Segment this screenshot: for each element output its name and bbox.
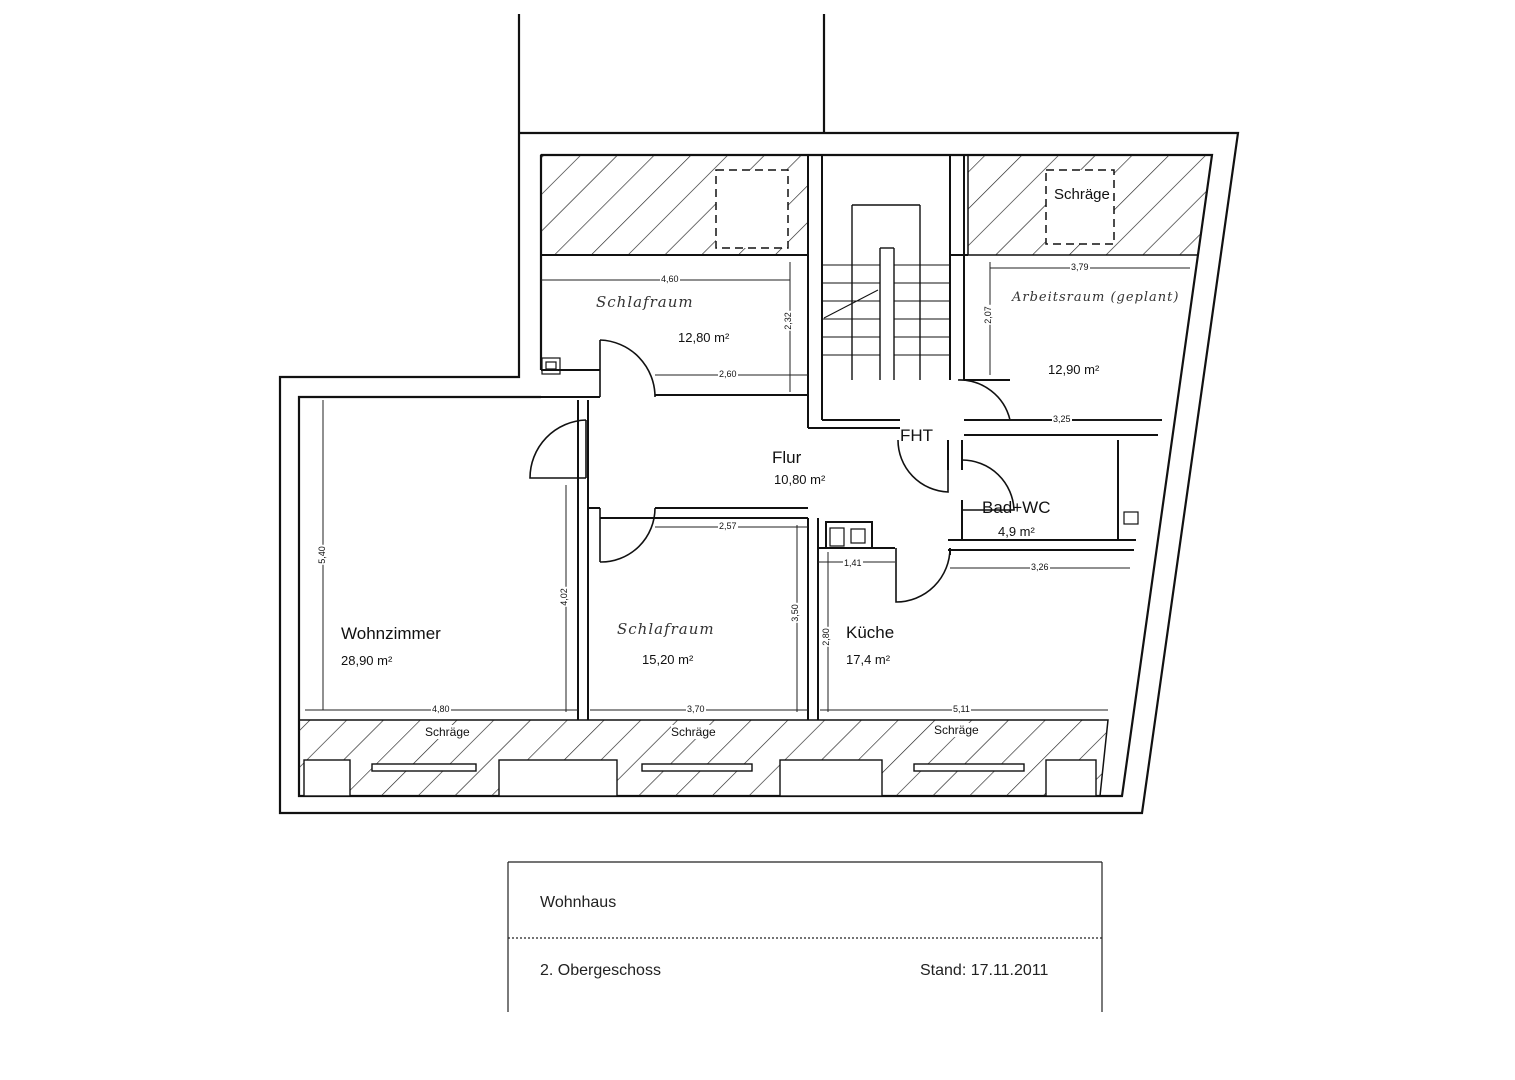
slope-label-top: Schräge (1054, 186, 1110, 203)
staircase (822, 204, 950, 380)
slope-label-1: Schräge (425, 725, 470, 739)
dimension-label: 2,07 (982, 305, 993, 325)
dimension-label: 5,11 (952, 704, 971, 714)
room-area-wohnzimmer: 28,90 m² (341, 653, 393, 668)
dimension-label: 1,41 (843, 558, 863, 568)
dimension-label: 4,02 (558, 587, 569, 607)
title-block (507, 861, 1103, 1012)
interior-walls (541, 155, 1162, 720)
room-area-schlafraum-top: 12,80 m² (678, 330, 730, 345)
room-name-wohnzimmer: Wohnzimmer (341, 624, 441, 643)
dimension-label: 2,57 (718, 521, 738, 531)
label-fht: FHT (900, 426, 934, 445)
dimension-label: 2,60 (718, 369, 738, 379)
room-area-schlafraum-bottom: 15,20 m² (642, 652, 694, 667)
title-floor: 2. Obergeschoss (540, 962, 661, 979)
slope-label-3: Schräge (934, 723, 979, 737)
title-building: Wohnhaus (540, 894, 617, 911)
slope-label-2: Schräge (671, 725, 716, 739)
room-name-bad: Bad+WC (982, 498, 1051, 517)
dimension-label: 4,60 (660, 274, 680, 284)
fixtures (541, 357, 1139, 547)
room-name-schlafraum-bottom: Schlafraum (617, 620, 715, 638)
dimension-label: 3,70 (686, 704, 706, 714)
title-date: Stand: 17.11.2011 (920, 962, 1049, 979)
room-area-bad: 4,9 m² (998, 524, 1035, 539)
dimension-label: 2,32 (782, 311, 793, 331)
room-name-schlafraum-top: Schlafraum (596, 293, 694, 311)
room-name-kueche: Küche (846, 623, 895, 642)
room-name-arbeitsraum: Arbeitsraum (geplant) (1012, 290, 1180, 305)
door-swings (529, 339, 1015, 603)
dimension-lines (305, 262, 1190, 712)
room-area-flur: 10,80 m² (774, 472, 826, 487)
slope-zones (298, 154, 1213, 797)
dimension-label: 3,79 (1070, 262, 1090, 272)
dimension-label: 4,80 (431, 704, 451, 714)
dimension-label: 3,25 (1052, 414, 1072, 424)
room-area-kueche: 17,4 m² (846, 652, 891, 667)
dimension-label: 5,40 (316, 545, 327, 565)
dimension-label: 3,50 (789, 603, 800, 623)
room-area-arbeitsraum: 12,90 m² (1048, 362, 1100, 377)
dimension-label: 3,26 (1030, 562, 1050, 572)
room-name-flur: Flur (772, 448, 802, 467)
outer-walls (278, 14, 1240, 815)
dimension-label: 2,80 (820, 627, 831, 647)
